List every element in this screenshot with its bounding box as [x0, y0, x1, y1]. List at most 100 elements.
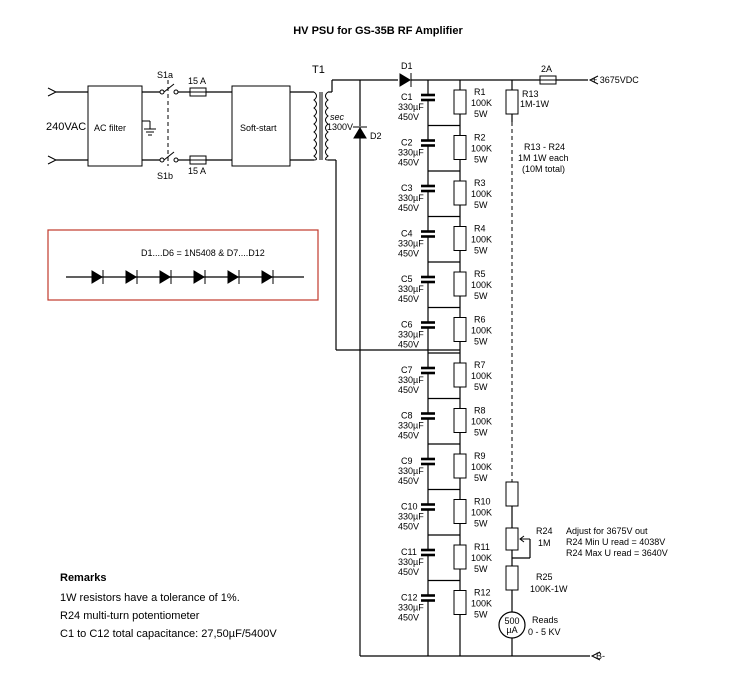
resistor-name: R11 [474, 542, 490, 552]
capacitor-voltage: 450V [398, 522, 419, 532]
remarks-line2: R24 multi-turn potentiometer [60, 610, 200, 622]
r24-value: 1M [538, 538, 551, 548]
capacitor-name: C1 [401, 92, 413, 102]
resistor-value: 100K [471, 462, 492, 472]
transformer-label: T1 [312, 64, 325, 76]
resistor-r13 [505, 89, 519, 115]
fuse-bottom-label: 15 A [188, 166, 206, 176]
capacitor-value: 330µF [398, 603, 424, 613]
resistor-power: 5W [474, 610, 488, 620]
capacitor-name: C4 [401, 229, 413, 239]
resistor-name: R5 [474, 269, 486, 279]
capacitor-value: 330µF [398, 148, 424, 158]
diode-string-icon-5 [227, 270, 240, 284]
resistor-r25 [505, 565, 519, 591]
capacitor-voltage: 450V [398, 112, 419, 122]
resistor-value: 100K [471, 553, 492, 563]
output-minus-label: B- [596, 651, 605, 661]
capacitor-value: 330µF [398, 512, 424, 522]
switch-s1a-label: S1a [157, 70, 173, 80]
diode-d1 [399, 73, 412, 87]
diode-d2 [353, 126, 367, 139]
r25-value: 100K-1W [530, 584, 568, 594]
resistor-value: 100K [471, 417, 492, 427]
reads-line2: 0 - 5 KV [528, 627, 561, 637]
meter-unit: µA [506, 625, 517, 635]
capacitor-voltage: 450V [398, 340, 419, 350]
capacitor-voltage: 450V [398, 158, 419, 168]
resistor-power: 5W [474, 473, 488, 483]
r13-value: 1M-1W [520, 99, 550, 109]
capacitor-value: 330µF [398, 239, 424, 249]
resistor-name: R10 [474, 497, 491, 507]
diode-string-icon-3 [159, 270, 172, 284]
resistor-value: 100K [471, 144, 492, 154]
resistor-name: R2 [474, 133, 486, 143]
resistor-power: 5W [474, 200, 488, 210]
adjust-line3: R24 Max U read = 3640V [566, 548, 668, 558]
output-fuse-label: 2A [541, 64, 552, 74]
resistor-name: R7 [474, 360, 486, 370]
output-minus-terminal [590, 651, 601, 661]
capacitor-value: 330µF [398, 557, 424, 567]
capacitor-name: C8 [401, 411, 413, 421]
cap-resistor-ladder: C1330µF450VC2330µF450VC3330µF450VC4330µF… [398, 87, 492, 623]
switch-s1 [159, 80, 179, 166]
diode-box-label: D1....D6 = 1N5408 & D7....D12 [141, 248, 265, 258]
mains-terminal-top [47, 87, 58, 97]
ground-icon [142, 120, 156, 136]
r13-name: R13 [522, 89, 539, 99]
resistor-name: R12 [474, 588, 491, 598]
diode-string-icon-1 [91, 270, 104, 284]
capacitor-value: 330µF [398, 102, 424, 112]
fuse-top-label: 15 A [188, 76, 206, 86]
diode-string-box: D1....D6 = 1N5408 & D7....D12 [47, 229, 319, 301]
output-plus-label: + 3675VDC [592, 75, 639, 85]
capacitor-name: C7 [401, 365, 413, 375]
adjust-line2: R24 Min U read = 4038V [566, 537, 665, 547]
capacitor-voltage: 450V [398, 431, 419, 441]
switch-s1b-label: S1b [157, 171, 173, 181]
chain-line2: 1M 1W each [518, 153, 569, 163]
mains-label: 240VAC [46, 121, 86, 133]
resistor-name: R4 [474, 224, 486, 234]
capacitor-voltage: 450V [398, 476, 419, 486]
output-plus-terminal [588, 75, 599, 85]
resistor-power: 5W [474, 519, 488, 529]
meter-top: 500 [504, 616, 519, 626]
capacitor-name: C12 [401, 593, 418, 603]
resistor-value: 100K [471, 189, 492, 199]
resistor-name: R3 [474, 178, 486, 188]
r25-name: R25 [536, 572, 553, 582]
resistor-power: 5W [474, 337, 488, 347]
resistor-chain-bottom [505, 481, 519, 507]
remarks-line3: C1 to C12 total capacitance: 27,50µF/540… [60, 628, 277, 640]
chain-line1: R13 - R24 [524, 142, 565, 152]
resistor-power: 5W [474, 291, 488, 301]
remarks-heading: Remarks [60, 572, 106, 584]
capacitor-name: C5 [401, 274, 413, 284]
resistor-value: 100K [471, 235, 492, 245]
remarks-line1: 1W resistors have a tolerance of 1%. [60, 592, 240, 604]
capacitor-name: C2 [401, 138, 413, 148]
capacitor-name: C6 [401, 320, 413, 330]
input-section: 240VAC AC filter S1a S1b [46, 70, 314, 181]
diode-d1-label: D1 [401, 61, 413, 71]
reads-line1: Reads [532, 615, 559, 625]
